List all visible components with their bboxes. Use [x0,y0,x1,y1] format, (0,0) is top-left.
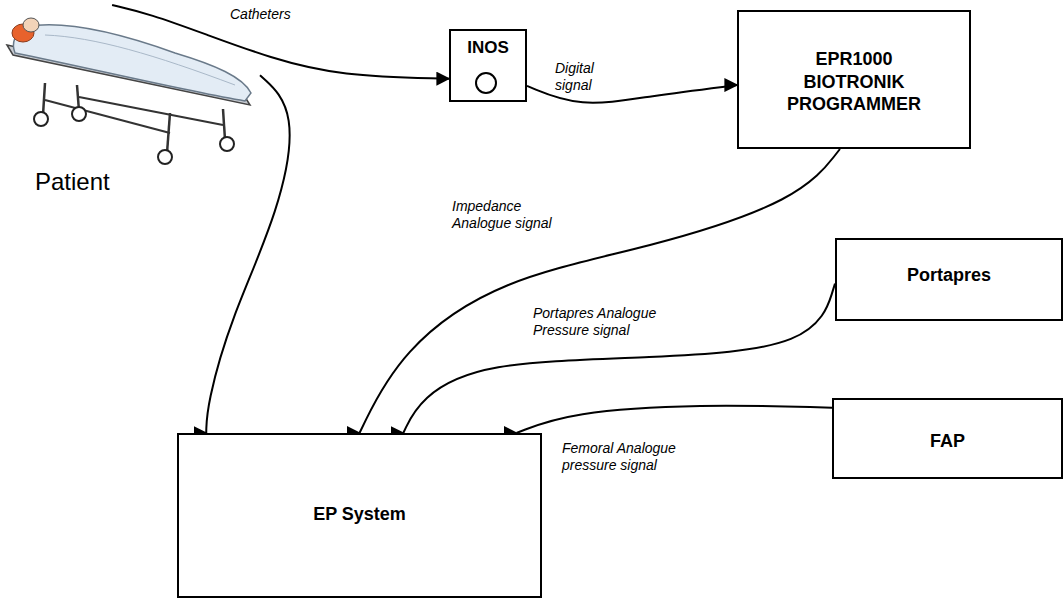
signal-connector [403,284,835,433]
device-box: INOS [449,29,527,102]
signal-label: Impedance Analogue signal [450,198,569,232]
box-title: INOS [451,31,525,58]
patient-label: Patient [35,167,110,197]
box-title: EPR1000 BIOTRONIK PROGRAMMER [779,12,929,116]
box-title: EP System [179,435,540,526]
system-box: EP System [177,433,542,598]
device-box: FAP [832,398,1063,479]
box-title: FAP [834,400,1061,453]
signal-label: Digital signal [553,60,617,94]
patient-illustration: Patient [5,5,260,200]
signal-label: Femoral Analogue pressure signal [560,440,699,474]
signal-connector [360,149,840,433]
device-box: Portapres [835,238,1063,321]
signal-connector [516,406,832,433]
signal-connector [206,75,289,433]
box-title: Portapres [837,240,1061,287]
signal-label: Catheters [228,6,312,23]
signal-label: Portapres Analogue Pressure signal [531,305,685,339]
device-box: EPR1000 BIOTRONIK PROGRAMMER [737,10,971,149]
